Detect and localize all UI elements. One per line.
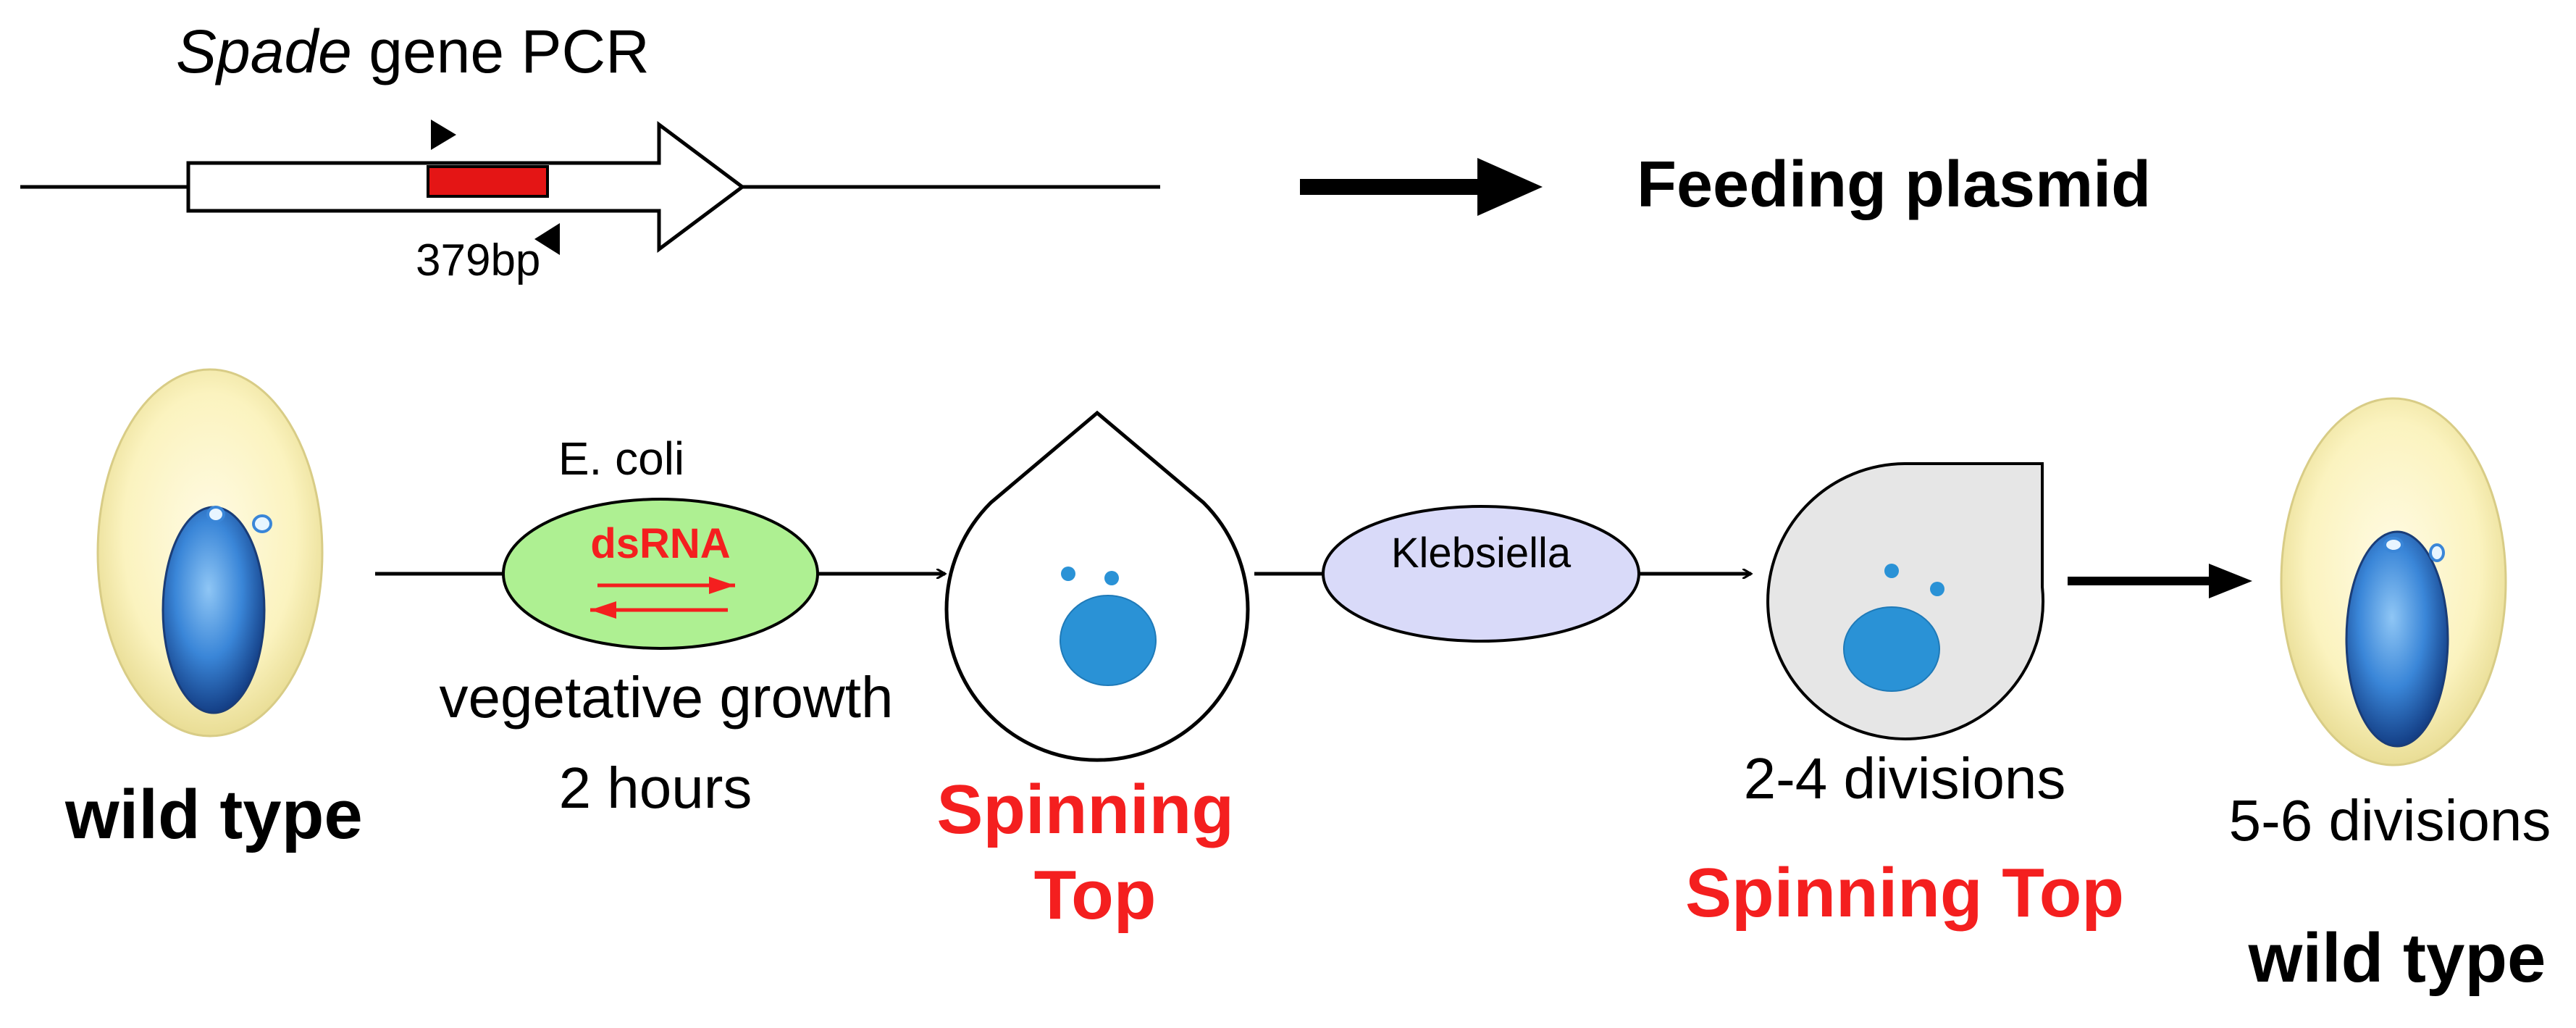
pcr-product-size: 379bp [416,235,540,285]
divisions-label-5-6: 5-6 divisions [2229,788,2551,853]
micronucleus [252,514,272,533]
micronucleus [1930,582,1944,596]
gene-pcr-title: Spade gene PCR [176,17,650,85]
spinning-top-label-2: Spinning Top [1685,854,2124,932]
wild-type-label-left: wild type [64,776,363,853]
spinning-top-cell-1 [944,410,1250,762]
micronucleus [2429,543,2445,562]
ecoli-bacterium: dsRNA [502,498,819,650]
wild-type-cell-right [2280,397,2507,766]
spinning-top-label-1: Spinning Top [936,771,1253,934]
wild-type-cell-left [96,368,324,737]
micronucleus [206,506,225,523]
pcr-product-box [427,165,549,198]
micronucleus [2383,537,2404,553]
spinning-top-cell-2 [1766,462,2045,740]
recovery-arrow [2068,564,2252,598]
reverse-primer-icon [534,223,560,255]
klebsiella-bacterium: Klebsiella [1322,505,1640,643]
gene-pcr-title-rest: gene PCR [352,17,650,85]
ecoli-label: E. coli [558,432,684,485]
nucleus [2345,530,2449,748]
wild-type-label-right: wild type [2248,919,2546,997]
gene-pcr-schematic: Spade gene PCR 379bp [20,17,1160,285]
micronucleus [1104,571,1119,585]
forward-primer-icon [431,120,456,150]
klebsiella-label: Klebsiella [1391,530,1572,577]
vegetative-growth-label: vegetative growth [439,665,893,730]
micronucleus [1061,567,1075,581]
nucleus [1060,595,1157,686]
feeding-plasmid-label: Feeding plasmid [1637,149,2151,221]
duration-label: 2 hours [559,756,752,820]
dsrna-label: dsRNA [590,520,730,567]
divisions-label-2-4: 2-4 divisions [1744,746,2066,811]
micronucleus [1884,564,1899,578]
plasmid-arrow [1300,158,1543,216]
gene-name: Spade [176,17,352,85]
nucleus [161,506,266,714]
nucleus [1843,606,1940,692]
